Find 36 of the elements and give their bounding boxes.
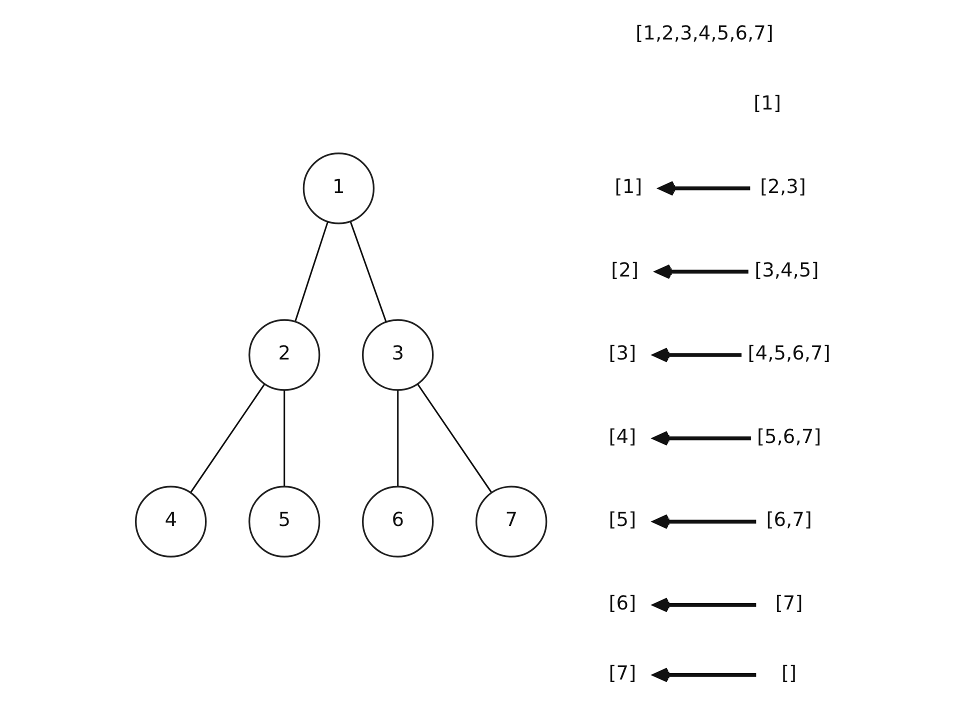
node-circle: 6 (361, 486, 434, 558)
arrow (652, 598, 756, 612)
arrow (655, 264, 748, 280)
node-text: [5] (608, 508, 636, 532)
label: [1,2,3,4,5,6,7] (635, 22, 773, 45)
node-circle: 7 (475, 486, 547, 558)
node-circle: 5 (248, 486, 320, 558)
node-text: [1] (614, 174, 642, 198)
node-text: [4] (608, 424, 636, 448)
arrow (652, 668, 756, 682)
node-text: [3] (608, 342, 636, 365)
node-text: [6,7] (766, 508, 812, 532)
arrow (652, 430, 750, 446)
node-circle: 2 (248, 319, 320, 391)
label: [1] (753, 92, 781, 115)
node-text: [2] (610, 258, 638, 282)
arrow (658, 181, 750, 196)
node-text: [4,5,6,7] (747, 342, 830, 365)
connector (416, 384, 492, 493)
arrow (652, 348, 742, 362)
connector (190, 384, 265, 493)
node-text: [5,6,7] (756, 424, 821, 448)
connector (396, 390, 398, 486)
node-text: [7] (608, 662, 636, 685)
node-circle: 3 (361, 319, 434, 391)
node-text: [7] (774, 592, 802, 615)
connector (283, 390, 285, 486)
connector (349, 221, 386, 322)
node-circle: 4 (134, 486, 206, 558)
node-text: [6] (608, 592, 636, 615)
node-text: [3,4,5] (754, 258, 818, 282)
arrow (652, 514, 756, 529)
node-text: [] (781, 662, 796, 685)
node-circle: 1 (302, 152, 374, 224)
connector (294, 221, 328, 322)
node-text: [2,3] (760, 174, 806, 198)
